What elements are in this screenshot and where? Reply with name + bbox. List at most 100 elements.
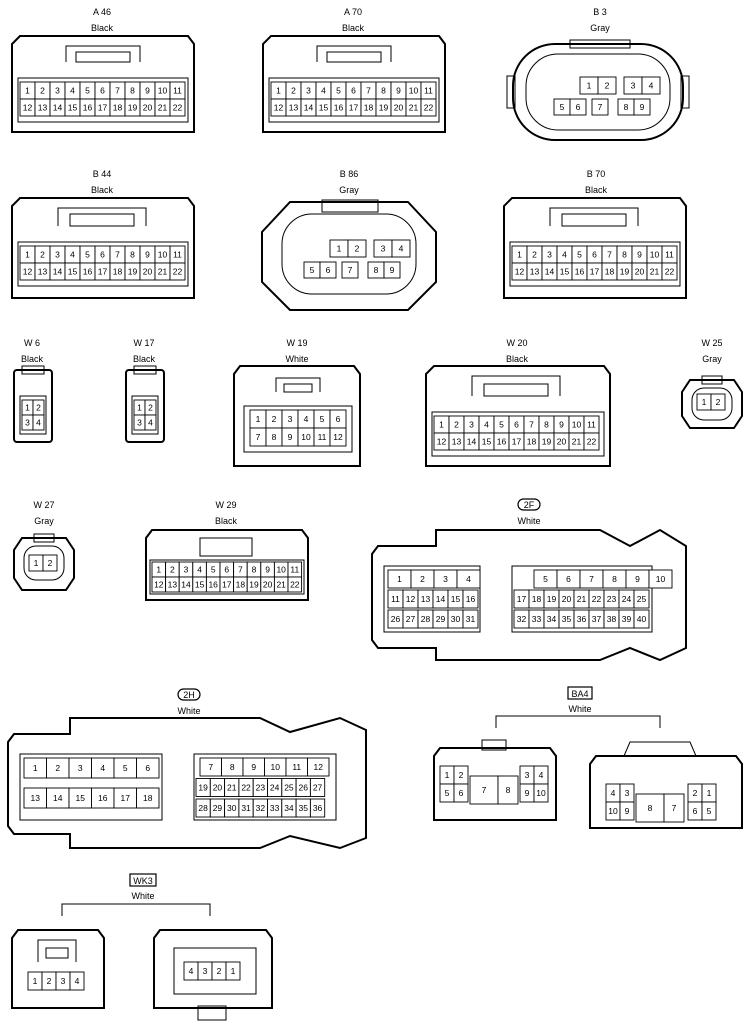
connector-w19-pin-6: 6 xyxy=(336,414,341,424)
connector-2f-pin-33: 33 xyxy=(532,614,542,624)
connector-ba4-b-pin-9: 9 xyxy=(625,806,630,816)
connector-a70-pin-7: 7 xyxy=(366,86,371,96)
connector-b44-pin-14: 14 xyxy=(53,267,63,277)
connector-w29-pin-20: 20 xyxy=(263,580,273,590)
connector-ba4-b-pin-4: 4 xyxy=(611,788,616,798)
connector-a46-color: Black xyxy=(91,23,114,33)
connector-2f-pin-21: 21 xyxy=(577,594,587,604)
connector-b44-pin-18: 18 xyxy=(113,267,123,277)
connector-b86-pin-2-cell xyxy=(347,239,367,258)
connector-w29-pin-14: 14 xyxy=(181,580,191,590)
connector-w20-pin-12: 12 xyxy=(437,437,447,447)
connector-a70-pin-12: 12 xyxy=(274,103,284,113)
connector-b44-pin-7: 7 xyxy=(115,250,120,260)
connector-2f-pin-16-cell xyxy=(462,589,479,609)
connector-2f-pin-6: 6 xyxy=(566,574,571,584)
connector-a70-pin-11: 11 xyxy=(424,86,433,96)
connector-w20-pin-21: 21 xyxy=(572,437,582,447)
connector-2f-pin-26: 26 xyxy=(391,614,401,624)
connector-w25-name: W 25 xyxy=(701,338,722,348)
connector-b70-pin-19: 19 xyxy=(620,267,630,277)
connector-2h-pin-23: 23 xyxy=(256,783,266,793)
connector-2h-pin-15: 15 xyxy=(76,793,86,803)
connector-2f-pin-37: 37 xyxy=(592,614,602,624)
connector-b70-pin-21: 21 xyxy=(650,267,660,277)
connector-w29-pin-1: 1 xyxy=(156,565,161,575)
connector-w6-pin-4-cell xyxy=(32,414,45,431)
connector-2f-pin-40: 40 xyxy=(637,614,647,624)
connector-2h-pin-27: 27 xyxy=(313,783,323,793)
connector-b70-pin-5: 5 xyxy=(577,250,582,260)
connector-wk3-tag xyxy=(129,873,157,887)
connector-2h-pin-25: 25 xyxy=(284,783,294,793)
connector-b70-pin-11: 11 xyxy=(665,250,674,260)
connector-w29-pin-2: 2 xyxy=(170,565,175,575)
connector-2f-pin-31-cell xyxy=(462,609,479,629)
connector-a46-pin-15: 15 xyxy=(68,103,78,113)
connector-w20-pin-6: 6 xyxy=(514,420,519,430)
connector-ba4-b-pin-2: 2 xyxy=(693,788,698,798)
connector-ba4-b-pin-7-cell xyxy=(663,793,685,823)
connector-w20-pin-7: 7 xyxy=(529,420,534,430)
connector-a70-pin-5: 5 xyxy=(336,86,341,96)
connector-ba4-b-pin-3: 3 xyxy=(625,788,630,798)
connector-b70-pin-13: 13 xyxy=(530,267,540,277)
connector-2f-pin-36: 36 xyxy=(577,614,587,624)
connector-w19-pin-9: 9 xyxy=(288,432,293,442)
connector-2h-pin-3: 3 xyxy=(78,763,83,773)
connector-w19-pin-12: 12 xyxy=(333,432,343,442)
connector-b44-pin-1: 1 xyxy=(25,250,30,260)
connector-w6-pin-1: 1 xyxy=(25,403,30,413)
connector-w6-pin-3: 3 xyxy=(25,418,30,428)
connector-2h-pin-32: 32 xyxy=(256,803,266,813)
connector-2h-pin-11: 11 xyxy=(292,762,301,772)
connector-2f-pin-39: 39 xyxy=(622,614,632,624)
connector-2f-pin-14: 14 xyxy=(436,594,446,604)
connector-w29-pin-9: 9 xyxy=(265,565,270,575)
connector-b70-pin-1: 1 xyxy=(517,250,522,260)
connector-a70-pin-9: 9 xyxy=(396,86,401,96)
connector-2h-pin-14: 14 xyxy=(53,793,63,803)
connector-2f-pin-25-cell xyxy=(633,589,650,609)
connector-ba4-b-pin-9-cell xyxy=(619,801,635,821)
connector-w19-color: White xyxy=(285,354,308,364)
connector-wk3-bracket xyxy=(61,903,211,916)
connector-w27-pin-2: 2 xyxy=(48,558,53,568)
connector-2h-pin-2: 2 xyxy=(55,763,60,773)
connector-w25-pin-1: 1 xyxy=(702,397,707,407)
connector-a70-pin-22: 22 xyxy=(424,103,434,113)
connector-a46-pin-6: 6 xyxy=(100,86,105,96)
connector-2h-pin-33: 33 xyxy=(270,803,280,813)
connector-a46-name: A 46 xyxy=(93,7,111,17)
connector-b70-pin-22: 22 xyxy=(665,267,675,277)
connector-a46-pin-19: 19 xyxy=(128,103,138,113)
connector-b3-pin-8: 8 xyxy=(624,102,629,112)
connector-wk3-b-pin-1: 1 xyxy=(231,966,236,976)
connector-ba4-a-pin-3: 3 xyxy=(525,770,530,780)
connector-b70-pin-9: 9 xyxy=(637,250,642,260)
connector-2h-pin-18-cell xyxy=(136,787,160,809)
connector-2f-pin-4-cell xyxy=(456,569,481,589)
connector-w29-pin-16: 16 xyxy=(208,580,218,590)
connector-ba4-b-pin-8-cell xyxy=(635,793,665,823)
connector-b44-pin-12: 12 xyxy=(23,267,33,277)
connector-2h-pin-4: 4 xyxy=(100,763,105,773)
connector-wk3-name: WK3 xyxy=(133,876,153,886)
connector-2f-pin-5: 5 xyxy=(543,574,548,584)
connector-2h-pin-29: 29 xyxy=(213,803,223,813)
connector-w6-name: W 6 xyxy=(24,338,40,348)
connector-ba4-tag xyxy=(567,686,593,700)
connector-wk3-a-pin-4: 4 xyxy=(75,976,80,986)
connector-b70-name: B 70 xyxy=(587,169,606,179)
connector-b70-pin-2: 2 xyxy=(532,250,537,260)
